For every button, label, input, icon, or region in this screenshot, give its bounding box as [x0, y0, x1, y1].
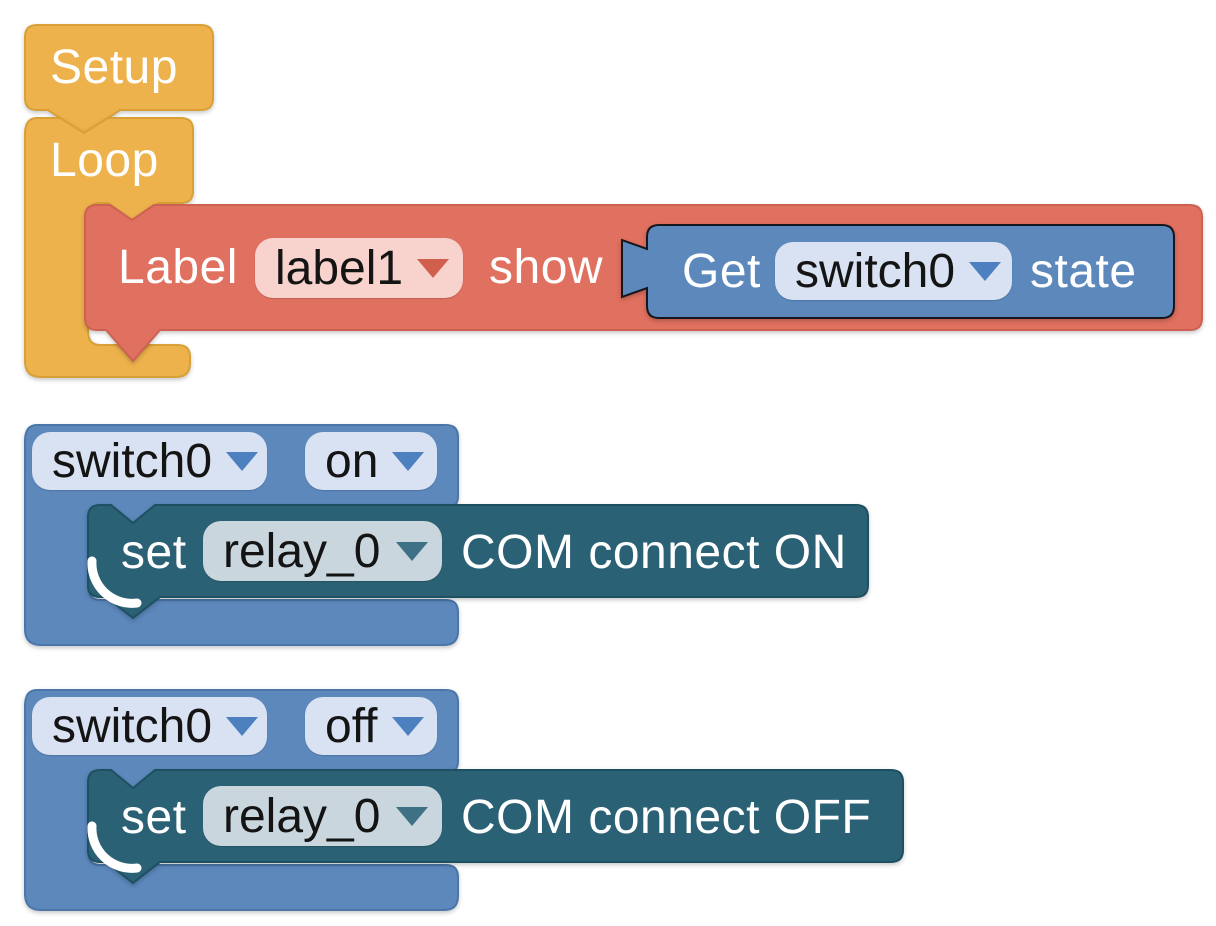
- chevron-down-icon: [396, 806, 428, 826]
- chevron-down-icon: [226, 716, 259, 736]
- off-state-dropdown[interactable]: off: [305, 697, 437, 755]
- dropdown-value: switch0: [795, 244, 956, 298]
- relay0-off-dropdown[interactable]: relay_0: [203, 786, 442, 846]
- show-word: show: [489, 241, 604, 294]
- on-state-dropdown[interactable]: on: [305, 432, 437, 490]
- dropdown-value: switch0: [52, 434, 213, 488]
- setup-block-label: Setup: [50, 41, 178, 94]
- corner-highlight: [87, 821, 142, 873]
- dropdown-value: on: [325, 434, 379, 488]
- com-connect-on-word: COM connect ON: [461, 525, 847, 579]
- switch0-on-device-dropdown[interactable]: switch0: [32, 432, 267, 490]
- chevron-down-icon: [226, 451, 259, 471]
- dropdown-value: relay_0: [223, 524, 381, 578]
- dropdown-value: off: [325, 699, 378, 753]
- state-word: state: [1030, 245, 1137, 298]
- chevron-down-icon: [391, 716, 424, 736]
- chevron-down-icon: [396, 541, 428, 561]
- com-connect-off-word: COM connect OFF: [461, 790, 872, 844]
- set-word: set: [121, 525, 187, 579]
- relay0-on-dropdown[interactable]: relay_0: [203, 521, 442, 581]
- set-word: set: [121, 790, 187, 844]
- chevron-down-icon: [969, 261, 1002, 281]
- loop-block[interactable]: [24, 117, 194, 378]
- chevron-down-icon: [392, 451, 425, 471]
- dropdown-value: relay_0: [223, 789, 381, 843]
- label-word: Label: [118, 241, 238, 294]
- chevron-down-icon: [417, 258, 450, 278]
- get-switch0-dropdown[interactable]: switch0: [775, 242, 1012, 300]
- get-word: Get: [682, 245, 761, 298]
- switch0-off-device-dropdown[interactable]: switch0: [32, 697, 267, 755]
- loop-block-label: Loop: [50, 134, 159, 187]
- label1-dropdown[interactable]: label1: [255, 238, 463, 298]
- corner-highlight: [87, 556, 142, 608]
- dropdown-value: switch0: [52, 699, 213, 753]
- dropdown-value: label1: [275, 241, 404, 295]
